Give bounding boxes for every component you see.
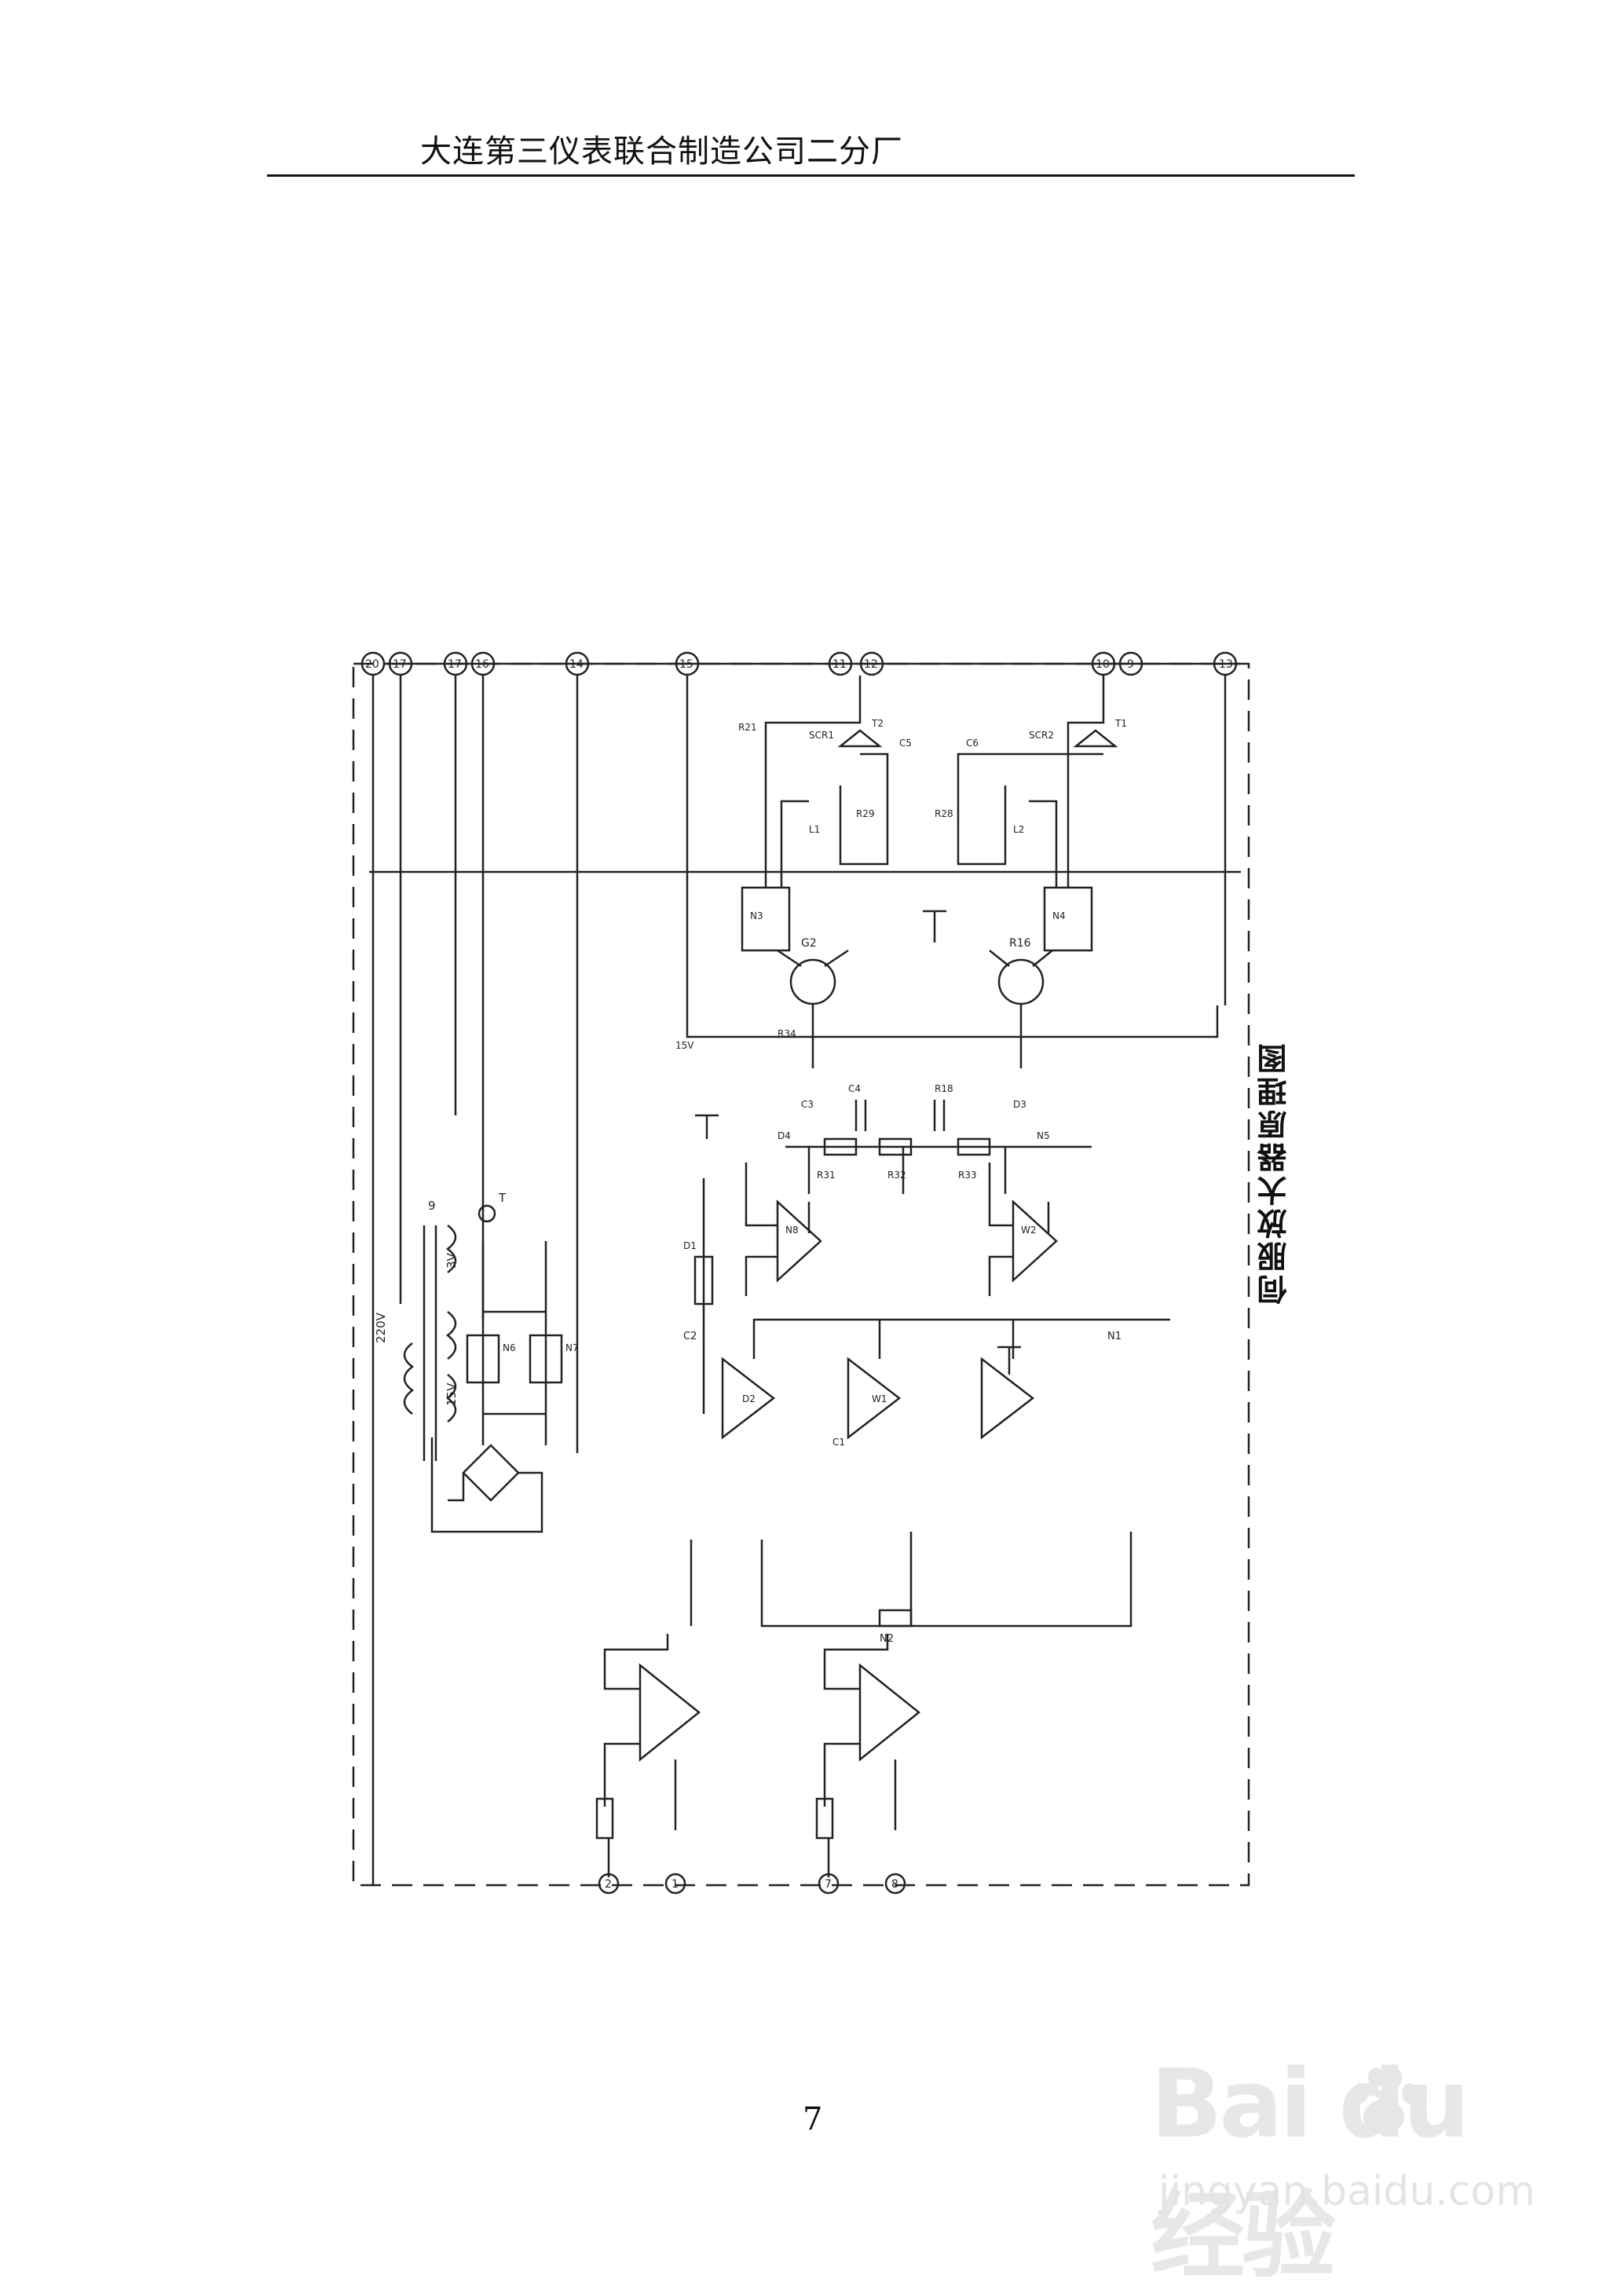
label-G2: R16: [1009, 937, 1031, 950]
transistor-G2: [989, 950, 1053, 1068]
label-15v-a: 15V: [445, 1382, 459, 1406]
label-C1: C1: [832, 1437, 845, 1448]
label-T1: T1: [1114, 718, 1127, 729]
top-terminals: [360, 651, 1238, 676]
input-terminals: [598, 1873, 906, 1895]
enclosure-border: [352, 662, 1250, 1887]
label-R32: R32: [887, 1170, 906, 1181]
regulator-wiring: [481, 1241, 547, 1445]
label-R21: R21: [738, 722, 757, 733]
terminal-16: 16: [475, 658, 489, 671]
driver-N7: [745, 1163, 822, 1296]
label-15V: 15V: [675, 1040, 694, 1051]
baidu-paw-icon: [1352, 2067, 1418, 2134]
label-R33: R33: [958, 1170, 977, 1181]
comparator-labels: C2 N1 N2: [683, 1331, 1122, 1645]
label-N4: N4: [1052, 910, 1066, 921]
terminal-12: 12: [864, 658, 878, 671]
terminal-17a: 17: [393, 658, 407, 671]
terminal-15: 15: [679, 658, 693, 671]
label-C6: C6: [966, 738, 979, 749]
label-R28: R28: [935, 808, 953, 819]
scr-circuit-1: [764, 676, 889, 888]
label-R18: D3: [1013, 1099, 1026, 1110]
comparator-row: [690, 1318, 1170, 1628]
label-W2: D1: [683, 1240, 697, 1251]
label-N7: N8: [785, 1225, 799, 1236]
label-N3: N3: [750, 910, 763, 921]
label-R29: R29: [856, 808, 875, 819]
scr-labels: R21 SCR1 T2 C5 R29 L1 N3 C6 T1 SCR2 R28 …: [503, 718, 1127, 1448]
label-N6: N7: [565, 1342, 579, 1353]
diagram-title: 伺服放大器原理图: [1257, 1041, 1292, 1305]
label-220v: 220V: [374, 1312, 388, 1343]
header-company-name: 大连第三仪表联合制造公司二分厂: [420, 134, 903, 170]
feed-lines: [369, 676, 1241, 1885]
label-SCR1: SCR1: [809, 730, 834, 741]
transformer-labels: 220V 15V 3V 9 T: [374, 1191, 507, 1406]
label-9: 9: [428, 1199, 436, 1213]
header-rule: [267, 174, 1355, 177]
label-R16: C3: [801, 1099, 814, 1110]
label-SCR2: SCR2: [1029, 730, 1054, 741]
terminal-14: 14: [569, 658, 584, 671]
page-number: 7: [803, 2101, 823, 2137]
terminal-8: 8: [891, 1878, 898, 1891]
label-N8: W2: [1021, 1225, 1037, 1236]
label-R34: R34: [778, 1028, 796, 1039]
terminal-11: 11: [832, 658, 847, 671]
transistor-labels: G2 R16: [801, 937, 1031, 950]
label-D1: C2: [683, 1331, 697, 1342]
label-T: T: [498, 1191, 507, 1205]
transformer: [403, 1225, 457, 1461]
label-D3: D4: [778, 1130, 791, 1141]
driver-block-N4: [1043, 886, 1093, 952]
label-T2: T2: [871, 718, 884, 729]
servo-amplifier-schematic: 20 17 17 16 14 15 11 12 10 9 13 220V 15V…: [352, 651, 1250, 1895]
driver-N8: [988, 1163, 1058, 1296]
terminal-2: 2: [605, 1878, 612, 1891]
label-D2: N1: [1107, 1331, 1122, 1342]
label-C5: C5: [899, 738, 912, 749]
input-stage-N1: [595, 1634, 701, 1877]
label-3v: 3V: [445, 1252, 459, 1269]
label-N1: D2: [742, 1393, 756, 1404]
terminal-7: 7: [825, 1878, 832, 1891]
label-L1: L1: [809, 824, 820, 835]
terminal-17b: 17: [448, 658, 462, 671]
watermark-brand: Bai du 经验: [1151, 2050, 1470, 2291]
label-L2: L2: [1013, 824, 1024, 835]
terminal-10: 10: [1096, 658, 1110, 671]
ladder-row: [785, 1145, 1092, 1194]
driver-block-N3: [741, 886, 791, 952]
rectifier-bridge: [430, 1437, 543, 1533]
scr-circuit-2: [957, 676, 1118, 888]
terminal-labels: 20 17 17 16 14 15 11 12 10 9 13: [365, 658, 1233, 671]
coupling-caps: [854, 1100, 946, 1131]
label-N2: W1: [872, 1393, 887, 1404]
input-terminal-labels: 2 1 7 8: [605, 1878, 898, 1891]
label-R31: R31: [817, 1170, 836, 1181]
ground-symbols: [695, 910, 1021, 1375]
label-D4: N5: [1037, 1130, 1050, 1141]
lamp-T: [478, 1204, 496, 1223]
label-C4: R18: [935, 1083, 953, 1094]
label-C3: C4: [848, 1083, 861, 1094]
terminal-20: 20: [365, 658, 379, 671]
label-N5: N6: [503, 1342, 516, 1353]
ladder-resistors: [823, 1137, 991, 1156]
label-G1: G2: [801, 937, 817, 950]
terminal-13: 13: [1219, 658, 1233, 671]
watermark-url: jingyan.baidu.com: [1158, 2168, 1535, 2215]
baidu-watermark: Bai du 经验 jingyan.baidu.com: [1151, 2042, 1559, 2291]
terminal-9: 9: [1127, 658, 1134, 671]
input-stage-N2: [815, 1634, 921, 1877]
transistor-G1: [777, 949, 849, 1068]
label-W1: N2: [880, 1633, 894, 1645]
terminal-1: 1: [671, 1878, 679, 1891]
